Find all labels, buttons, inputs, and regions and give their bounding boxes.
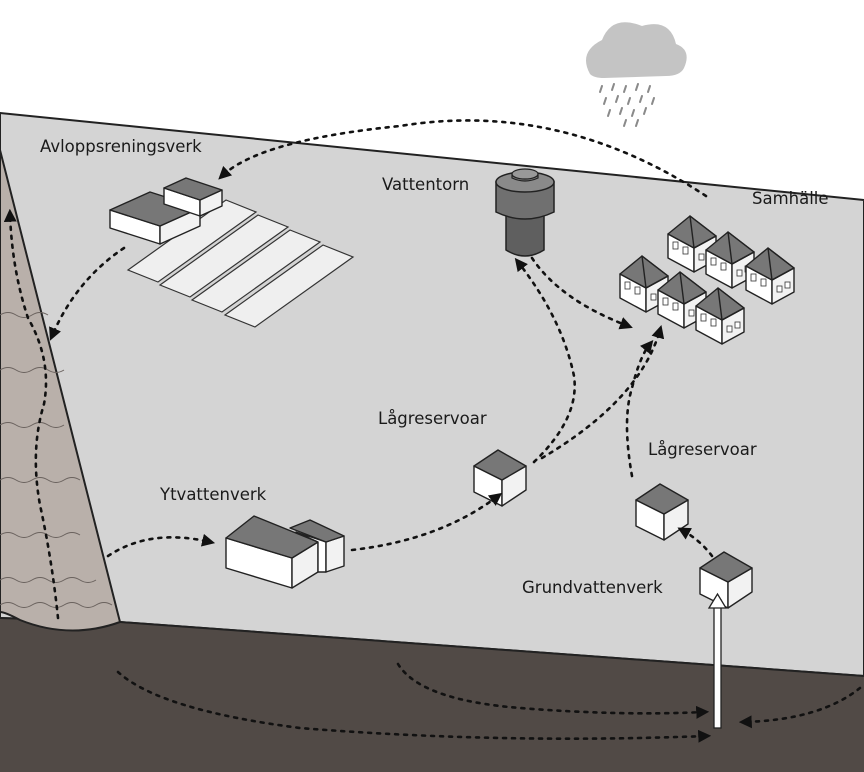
sewage-plant — [109, 177, 355, 328]
river — [0, 149, 122, 632]
rain-cloud-icon — [586, 22, 687, 127]
label-groundwater-plant: Grundvattenverk — [522, 578, 663, 597]
label-community: Samhälle — [752, 189, 829, 208]
flow-arrows — [3, 119, 862, 743]
settling-basins — [126, 199, 355, 328]
water-tower-icon — [495, 168, 555, 257]
underground — [0, 618, 864, 772]
surface-water-plant-building — [225, 515, 345, 589]
label-surface-water-plant: Ytvattenverk — [159, 485, 267, 504]
label-sewage-plant: Avloppsreningsverk — [40, 137, 202, 156]
label-water-tower: Vattentorn — [382, 175, 469, 194]
factory-icon — [109, 177, 223, 245]
label-low-reservoir-1: Lågreservoar — [378, 409, 487, 428]
well-pipe-icon — [707, 592, 728, 729]
label-low-reservoir-2: Lågreservoar — [648, 440, 757, 459]
